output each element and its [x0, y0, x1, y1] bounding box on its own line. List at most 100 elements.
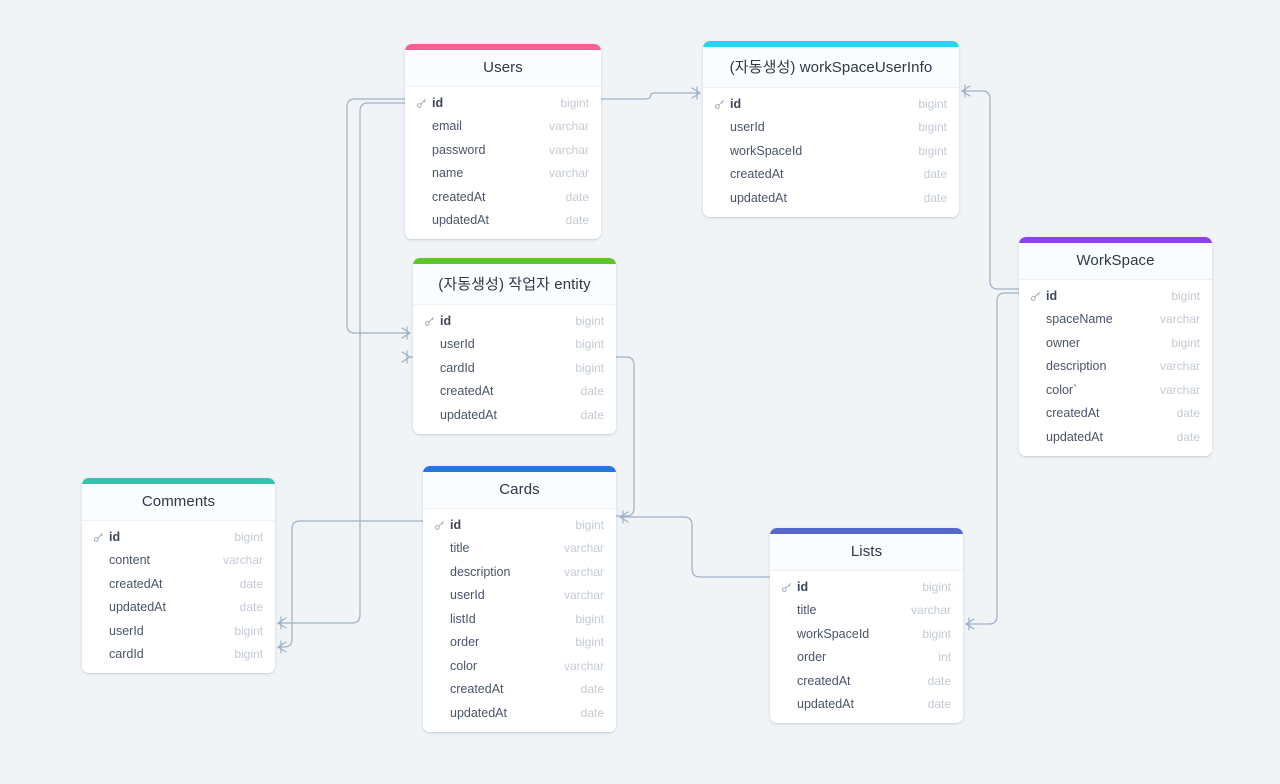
entity-title: (자동생성) 작업자 entity	[413, 264, 616, 305]
field-type: varchar	[1159, 382, 1200, 397]
field-type: bigint	[575, 517, 604, 532]
entity-accent-bar	[82, 478, 275, 484]
field-type: bigint	[1171, 335, 1200, 350]
field-left: updatedAt	[424, 408, 497, 422]
field-icon-spacer	[1030, 360, 1042, 372]
field-icon-spacer	[714, 192, 726, 204]
field-name: cardId	[440, 360, 475, 375]
edge-workspace-workspaceuserinfo	[961, 84, 1020, 290]
field-icon-spacer	[781, 675, 793, 687]
field-icon-spacer	[434, 660, 446, 672]
field-icon-spacer	[1030, 313, 1042, 325]
field-left: updatedAt	[781, 697, 854, 711]
field-icon-spacer	[93, 601, 105, 613]
field-icon-spacer	[416, 214, 428, 226]
edge-users-comments	[277, 102, 406, 630]
field-name: email	[432, 119, 462, 134]
field-row[interactable]: color`varchar	[1019, 378, 1212, 402]
field-left: cardId	[424, 361, 475, 375]
field-row[interactable]: cardId bigint	[413, 356, 616, 380]
field-icon-spacer	[714, 168, 726, 180]
field-icon-spacer	[434, 542, 446, 554]
field-name: updatedAt	[797, 697, 854, 712]
entity-accent-bar	[770, 528, 963, 534]
entity-accent-bar	[1019, 237, 1212, 243]
field-icon-spacer	[416, 191, 428, 203]
field-type: bigint	[575, 360, 604, 375]
field-type: bigint	[560, 95, 589, 110]
field-name: content	[109, 553, 151, 568]
field-icon-spacer	[781, 698, 793, 710]
entity-accent-bar	[405, 44, 601, 50]
field-type: varchar	[910, 603, 951, 618]
field-icon-spacer	[424, 385, 436, 397]
field-name: title	[797, 603, 817, 618]
field-name: order	[450, 635, 480, 650]
field-icon-spacer	[1030, 337, 1042, 349]
primary-key-icon	[434, 519, 446, 531]
field-icon-spacer	[714, 121, 726, 133]
field-left: title	[781, 603, 816, 617]
field-left: updatedAt	[714, 191, 787, 205]
field-row[interactable]: title varchar	[770, 599, 963, 623]
field-type: bigint	[922, 579, 951, 594]
field-type: date	[565, 189, 589, 204]
field-icon-spacer	[93, 578, 105, 590]
field-icon-spacer	[93, 625, 105, 637]
field-left: workSpaceId	[714, 144, 802, 158]
field-name: description	[450, 564, 511, 579]
field-type: int	[938, 650, 951, 665]
